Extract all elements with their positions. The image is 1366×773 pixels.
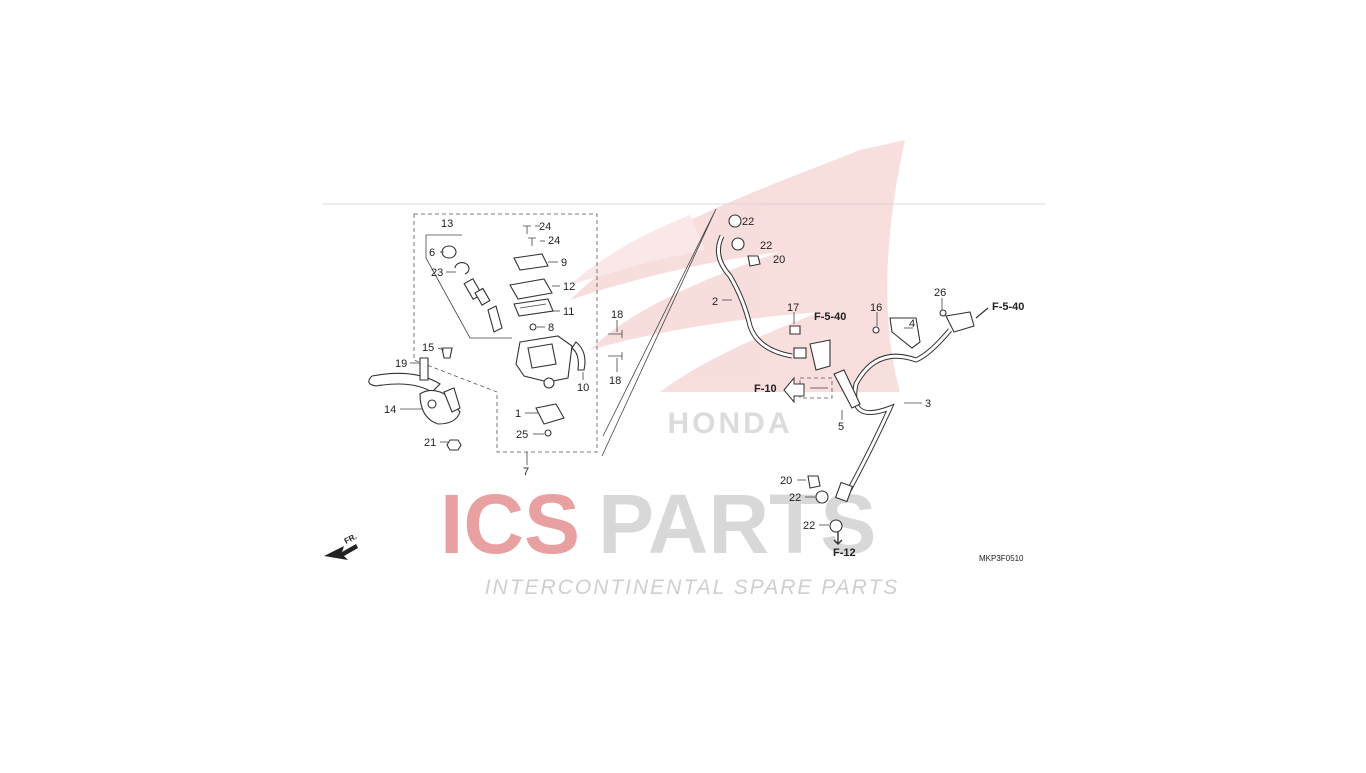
callout-23: 23 (431, 267, 443, 279)
callout-16: 16 (870, 302, 882, 314)
callout-17: 17 (787, 302, 799, 314)
callout-19: 19 (395, 358, 407, 370)
hose-group-leader (601, 208, 717, 457)
ref-f5-40-right: F-5-40 (992, 301, 1024, 313)
callout-3: 3 (925, 398, 931, 410)
callout-6: 6 (429, 247, 435, 259)
f12-arrow-icon (833, 532, 843, 545)
f10-arrow-icon (783, 376, 805, 404)
honda-wordmark-watermark: HONDA (668, 407, 793, 440)
callout-21: 21 (424, 437, 436, 449)
callout-26: 26 (934, 287, 946, 299)
callout-4: 4 (909, 318, 915, 330)
lower-clutch-hose (807, 328, 952, 533)
callout-5: 5 (838, 421, 844, 433)
callout-20a: 20 (773, 254, 785, 266)
section-references: F-5-40 F-5-40 F-10 F-12 (754, 301, 1024, 559)
leader-lines (400, 225, 943, 526)
callout-24a: 24 (539, 221, 551, 233)
callout-24b: 24 (548, 235, 560, 247)
master-cylinder-parts (441, 225, 623, 437)
logo-ics: ICS (440, 477, 580, 571)
clutch-lever-parts (368, 347, 462, 451)
diagram-code: MKP3F0510 (979, 554, 1024, 563)
callout-20b: 20 (780, 475, 792, 487)
callout-11: 11 (563, 306, 574, 318)
callout-22a: 22 (742, 216, 754, 228)
callout-22d: 22 (803, 520, 815, 532)
callout-14: 14 (384, 404, 396, 416)
honda-wing-watermark (570, 140, 905, 392)
callout-18a: 18 (611, 309, 623, 321)
callout-25: 25 (516, 429, 528, 441)
logo-tagline: INTERCONTINENTAL SPARE PARTS (485, 576, 900, 599)
callout-8: 8 (548, 322, 554, 334)
honda-text: HONDA (668, 407, 793, 440)
front-direction-arrow: FR. (324, 532, 358, 560)
callout-13: 13 (441, 218, 453, 230)
front-arrow-icon (324, 544, 358, 560)
callout-10: 10 (577, 382, 589, 394)
assembly-7-box (413, 213, 598, 453)
right-side-parts (872, 309, 975, 349)
callout-7: 7 (523, 466, 529, 478)
callout-2: 2 (712, 296, 718, 308)
callout-labels: 13 6 23 24 24 9 12 11 8 15 19 14 21 1 25… (384, 216, 946, 532)
upper-clutch-hose (715, 214, 831, 371)
ref-f12: F-12 (833, 547, 856, 559)
callout-9: 9 (561, 257, 567, 269)
callout-1: 1 (515, 408, 521, 420)
f5-40-arrow-icon (975, 307, 989, 319)
front-label: FR. (343, 532, 359, 546)
subgroup-13-bracket (425, 235, 512, 339)
callout-22c: 22 (789, 492, 801, 504)
callout-22b: 22 (760, 240, 772, 252)
callout-18b: 18 (609, 375, 621, 387)
ref-f10: F-10 (754, 383, 777, 395)
callout-12: 12 (563, 281, 575, 293)
icsparts-logo-watermark: ICS PARTS INTERCONTINENTAL SPARE PARTS (440, 477, 900, 599)
ref-f5-40-left: F-5-40 (814, 311, 846, 323)
callout-15: 15 (422, 342, 434, 354)
bolt-17 (789, 325, 801, 335)
